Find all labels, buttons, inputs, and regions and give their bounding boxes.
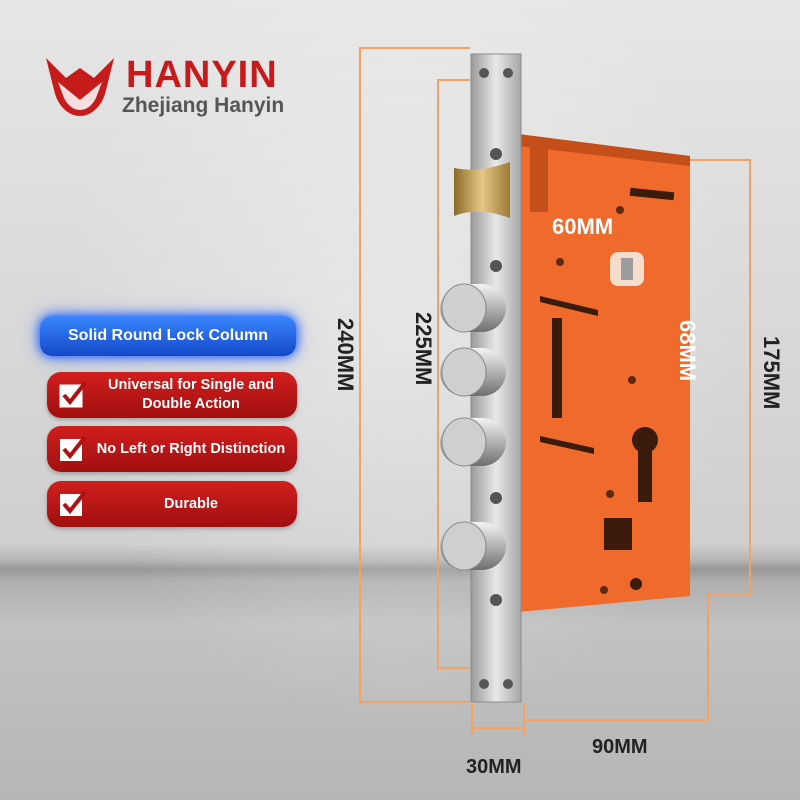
checkbox-icon bbox=[59, 381, 87, 408]
latch-bolt bbox=[454, 162, 510, 218]
feature-item-label: No Left or Right Distinction bbox=[96, 440, 286, 457]
feature-item-3: Durable bbox=[47, 481, 297, 527]
brand-logo: HANYIN Zhejiang Hanyin bbox=[40, 48, 310, 128]
checkbox-icon bbox=[60, 435, 87, 461]
feature-highlight-badge: Solid Round Lock Column bbox=[40, 316, 296, 356]
dimension-backset: 60MM bbox=[552, 214, 614, 239]
hanyin-logo-icon bbox=[46, 58, 114, 116]
dimension-total-height: 240MM bbox=[333, 318, 358, 392]
brand-subtitle: Zhejiang Hanyin bbox=[122, 94, 285, 117]
dimension-faceplate-width: 30MM bbox=[466, 756, 522, 778]
checkbox-icon bbox=[60, 490, 87, 516]
dimension-bolt-span: 225MM bbox=[411, 312, 436, 386]
brand-name: HANYIN bbox=[126, 54, 278, 96]
dimension-body-height: 175MM bbox=[759, 336, 784, 410]
lock-body bbox=[518, 134, 690, 612]
round-lock-columns bbox=[440, 283, 506, 571]
feature-item-label: Durable bbox=[164, 495, 218, 512]
feature-item-2: No Left or Right Distinction bbox=[47, 426, 297, 472]
dimension-center-distance: 68MM bbox=[675, 320, 700, 382]
dimension-body-depth: 90MM bbox=[592, 736, 648, 758]
feature-item-1: Universal for Single and Double Action bbox=[47, 372, 297, 418]
feature-item-label: Universal for Single and Double Action bbox=[108, 377, 274, 412]
